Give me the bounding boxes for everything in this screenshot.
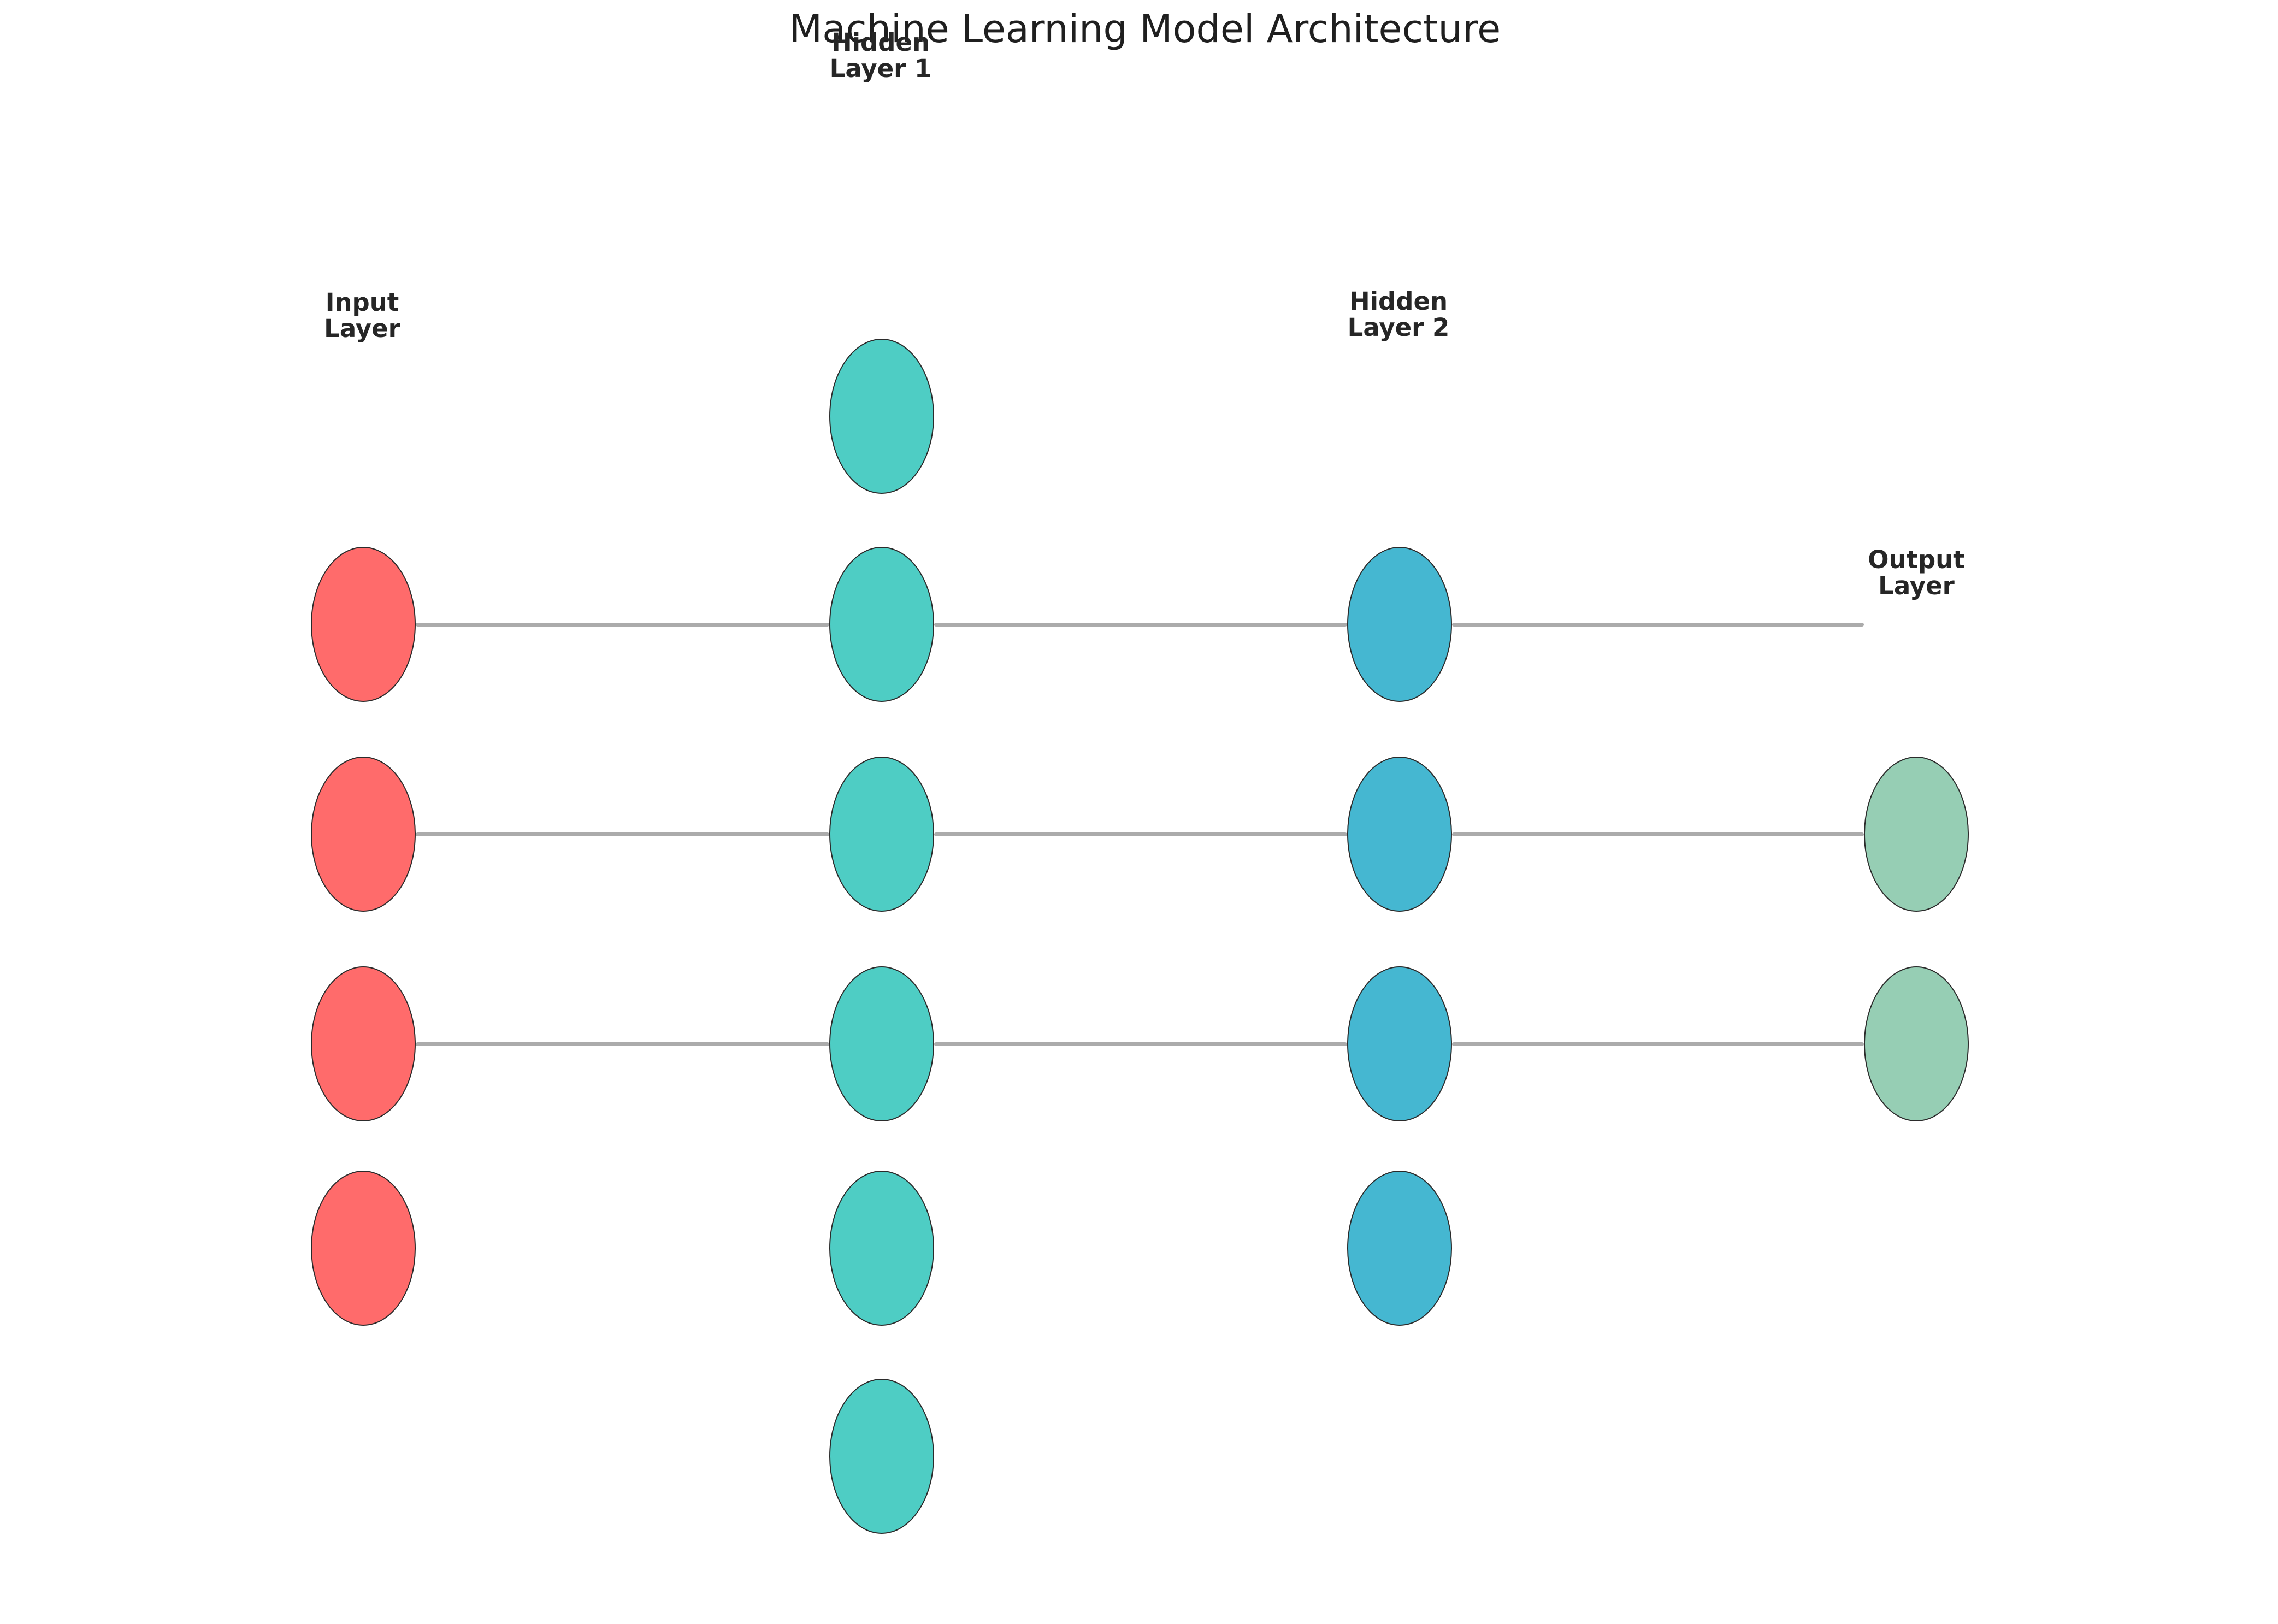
node-hidden1-6 <box>829 1379 934 1534</box>
diagram-title: Machine Learning Model Architecture <box>789 7 1501 51</box>
node-hidden1-2 <box>829 547 934 702</box>
connection-line <box>1452 622 1864 627</box>
node-hidden2-3 <box>1347 966 1452 1121</box>
node-output-1 <box>1864 757 1969 912</box>
node-hidden1-4 <box>829 966 934 1121</box>
layer-label-line: Hidden <box>831 28 930 57</box>
layer-label-line: Output <box>1868 545 1965 574</box>
node-output-2 <box>1864 966 1969 1121</box>
node-hidden2-1 <box>1347 547 1452 702</box>
node-input-1 <box>311 547 416 702</box>
layer-label-line: Input <box>325 288 399 317</box>
connection-line <box>934 622 1347 627</box>
node-hidden2-4 <box>1347 1171 1452 1326</box>
node-hidden1-5 <box>829 1171 934 1326</box>
node-input-4 <box>311 1171 416 1326</box>
node-input-2 <box>311 757 416 912</box>
node-input-3 <box>311 966 416 1121</box>
connection-line <box>934 832 1347 836</box>
node-hidden1-1 <box>829 339 934 494</box>
node-hidden2-2 <box>1347 757 1452 912</box>
layer-label-line: Layer 1 <box>829 54 932 83</box>
connection-line <box>1452 1042 1864 1046</box>
layer-label-line: Layer <box>1878 571 1955 600</box>
node-hidden1-3 <box>829 757 934 912</box>
layer-label-line: Hidden <box>1349 287 1448 316</box>
connection-line <box>1452 832 1864 836</box>
connection-line <box>416 622 829 627</box>
connection-line <box>416 832 829 836</box>
connection-line <box>416 1042 829 1046</box>
layer-label-line: Layer 2 <box>1347 313 1450 342</box>
connection-line <box>934 1042 1347 1046</box>
layer-label-line: Layer <box>324 314 400 343</box>
